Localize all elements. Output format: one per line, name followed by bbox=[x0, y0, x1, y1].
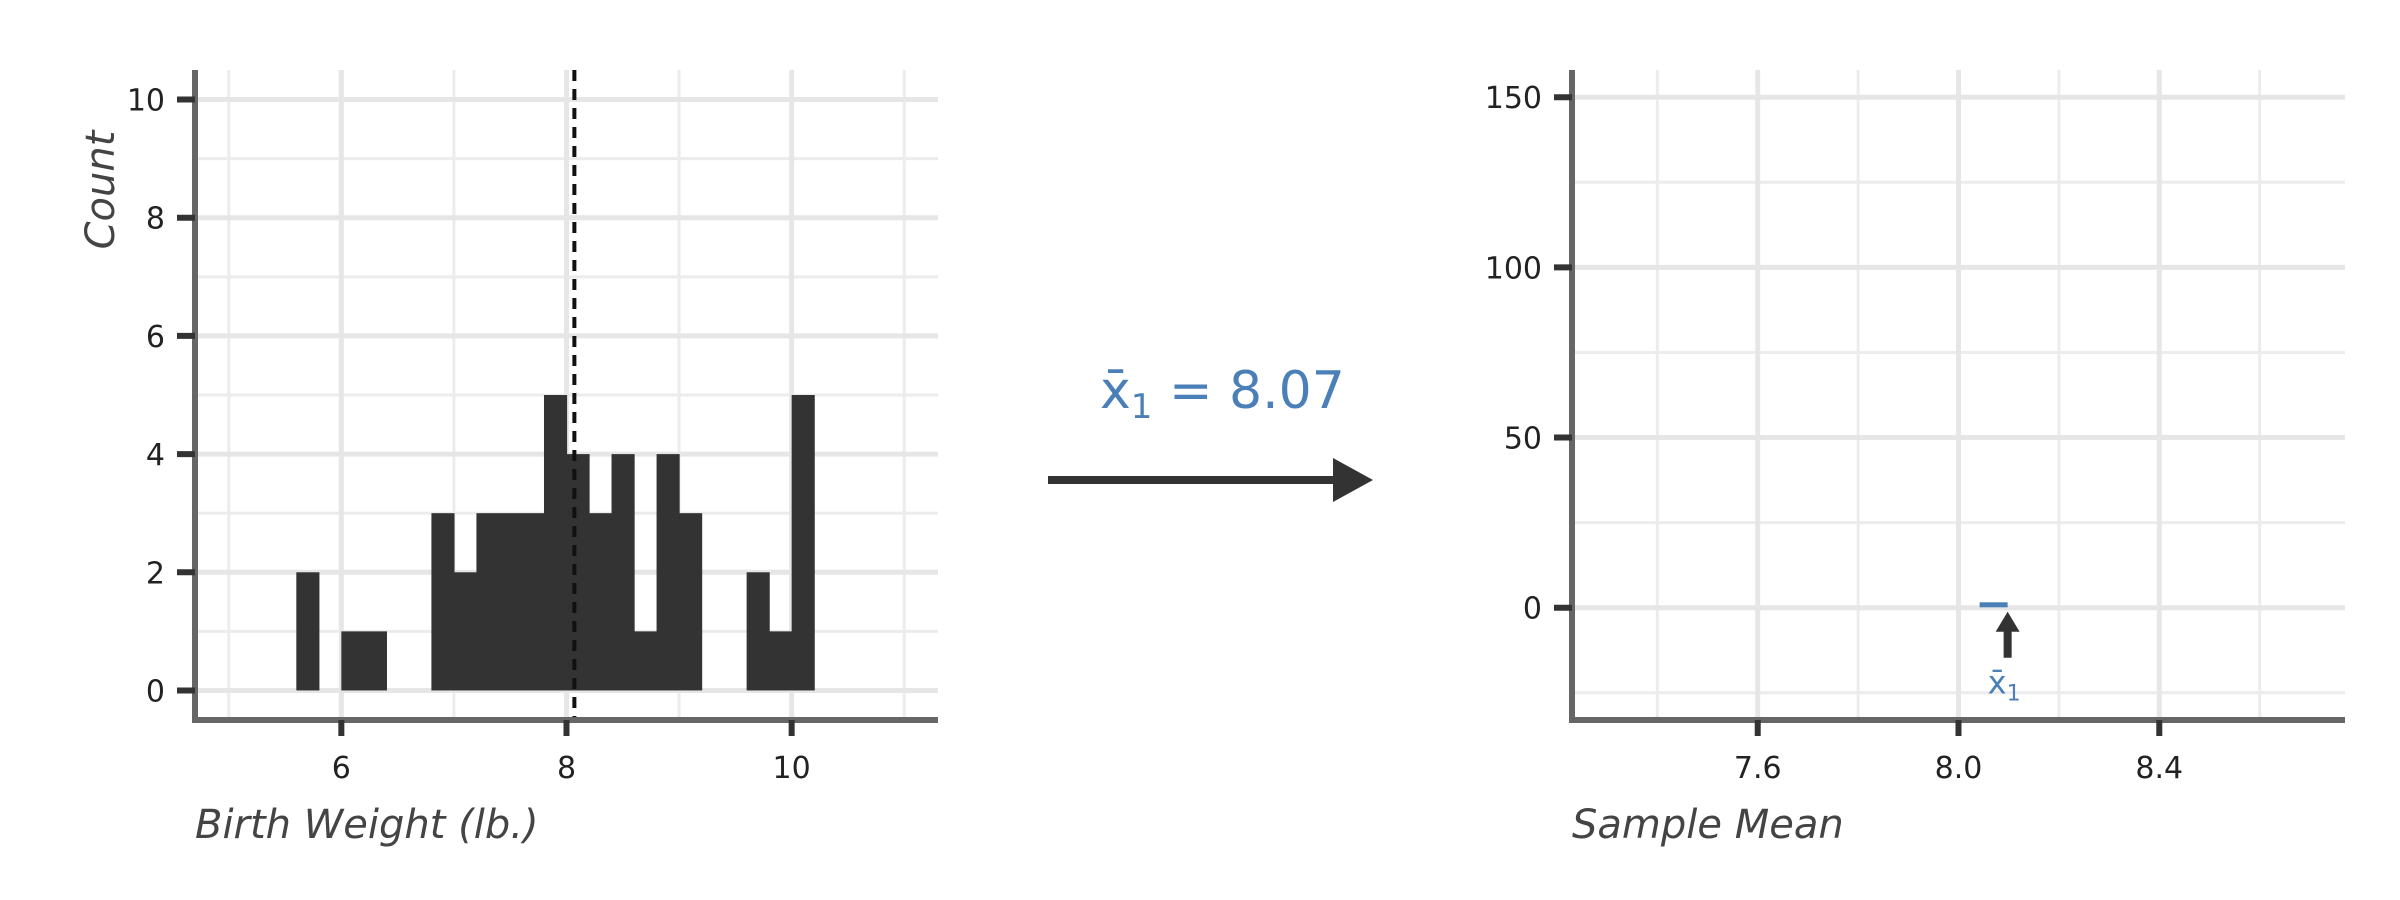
x-tick-label: 10 bbox=[773, 751, 811, 786]
histogram-bar bbox=[769, 631, 793, 691]
histogram-bar bbox=[589, 513, 613, 691]
sampling-arrow: x̄1 = 8.07 bbox=[1048, 361, 1373, 502]
y-tick-label: 2 bbox=[146, 556, 165, 591]
histogram-bar bbox=[679, 513, 703, 691]
histogram-bar bbox=[476, 513, 545, 691]
x-tick-label: 6 bbox=[332, 751, 351, 786]
x-axis-title: Sample Mean bbox=[1572, 802, 1844, 848]
x-tick-label: 8.4 bbox=[2135, 751, 2183, 786]
histogram-bar bbox=[611, 454, 635, 691]
annotation-subscript: 1 bbox=[2007, 682, 2021, 707]
histogram-bar bbox=[656, 454, 680, 691]
sample-mean-value: = 8.07 bbox=[1152, 361, 1344, 421]
y-axis-title: Count bbox=[78, 129, 124, 249]
xbar-symbol: x̄ bbox=[1100, 361, 1131, 421]
histogram-bar bbox=[296, 572, 320, 691]
x-tick-label: 8.0 bbox=[1935, 751, 1983, 786]
histogram-bar bbox=[543, 395, 568, 691]
sample-mean-label: x̄1 = 8.07 bbox=[1100, 361, 1345, 427]
y-tick-label: 100 bbox=[1485, 251, 1542, 286]
y-tick-label: 4 bbox=[146, 438, 165, 473]
y-tick-label: 6 bbox=[146, 320, 165, 355]
y-tick-label: 0 bbox=[1523, 592, 1542, 627]
sample-mean-mark bbox=[1979, 602, 2008, 608]
y-tick-label: 8 bbox=[146, 202, 165, 237]
y-tick-label: 10 bbox=[127, 84, 165, 119]
xbar-subscript: 1 bbox=[1131, 387, 1153, 427]
histogram-bar bbox=[791, 395, 815, 691]
histogram-bar bbox=[634, 631, 658, 691]
y-tick-label: 150 bbox=[1485, 81, 1542, 116]
x-tick-label: 7.6 bbox=[1734, 751, 1782, 786]
annotation-xbar: x̄ bbox=[1988, 664, 2007, 702]
y-tick-label: 0 bbox=[146, 674, 165, 709]
histogram-bar bbox=[341, 631, 387, 691]
y-tick-label: 50 bbox=[1504, 422, 1542, 457]
histogram-bar bbox=[431, 513, 455, 691]
x-tick-label: 8 bbox=[557, 751, 576, 786]
x-axis-title: Birth Weight (lb.) bbox=[195, 802, 539, 848]
histogram-bar bbox=[566, 454, 590, 691]
histogram-bar bbox=[453, 572, 478, 691]
histogram-bar bbox=[746, 572, 770, 691]
annotation-label: x̄1 bbox=[1988, 664, 2021, 707]
annotation-arrow-head bbox=[1995, 611, 2020, 632]
arrow-head bbox=[1333, 458, 1373, 502]
